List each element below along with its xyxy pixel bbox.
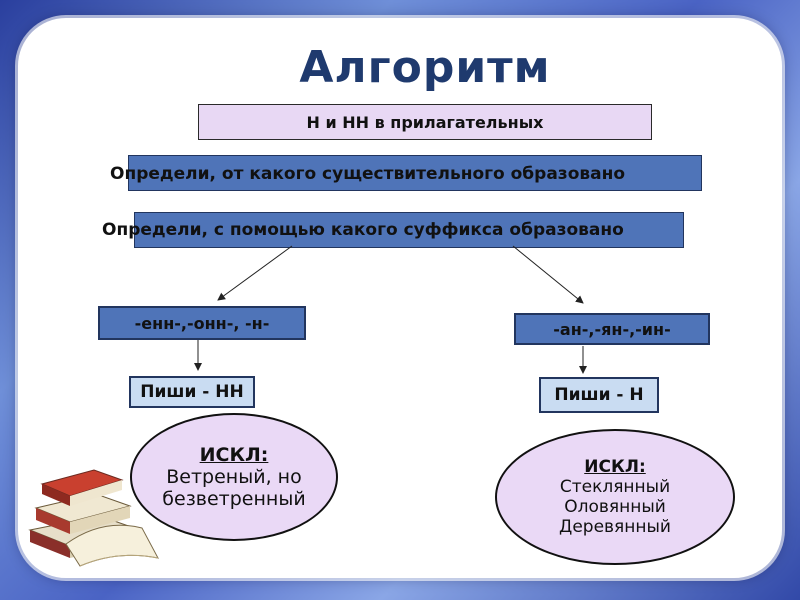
right-exception-line-1: Стеклянный	[559, 477, 671, 497]
right-suffixes-box: -ан-,-ян-,-ин-	[514, 313, 710, 345]
arrow-to-left-suffixes	[217, 245, 293, 301]
step-2-bar	[134, 212, 684, 248]
left-exception-oval: ИСКЛ: Ветреный, но безветренный	[130, 413, 338, 541]
step-1-bar	[128, 155, 702, 191]
step-2-text: Определи, с помощью какого суффикса обра…	[102, 220, 624, 240]
step-1-text: Определи, от какого существительного обр…	[110, 164, 626, 184]
topic-box: Н и НН в прилагательных	[198, 104, 652, 140]
right-exception-oval: ИСКЛ: Стеклянный Оловянный Деревянный	[495, 429, 735, 565]
left-exception-line-1: Ветреный, но	[166, 466, 302, 488]
right-exception-line-2: Оловянный	[564, 497, 666, 517]
left-rule-box: Пиши - НН	[129, 376, 255, 408]
left-exception-label: ИСКЛ:	[199, 444, 269, 466]
left-exception-line-2: безветренный	[162, 488, 306, 510]
books-illustration	[28, 469, 159, 567]
left-suffixes-box: -енн-,-онн-, -н-	[98, 306, 306, 340]
slide-title: Алгоритм	[299, 42, 551, 93]
arrow-to-right-suffixes	[512, 245, 584, 304]
right-exception-line-3: Деревянный	[559, 517, 671, 537]
right-exception-label: ИСКЛ:	[584, 457, 646, 477]
right-rule-box: Пиши - Н	[539, 377, 659, 413]
